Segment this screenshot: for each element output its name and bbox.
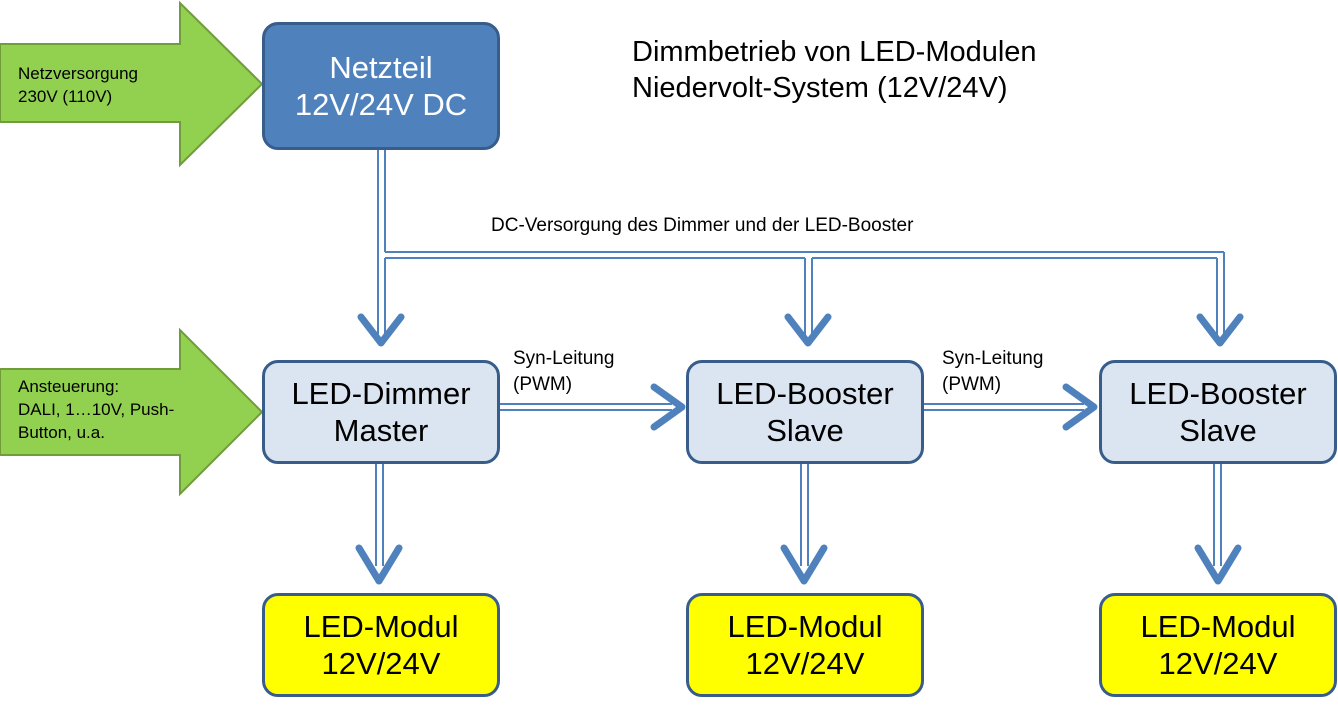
control-line-1: Ansteuerung: bbox=[18, 377, 120, 396]
arrowhead-module2 bbox=[780, 544, 828, 585]
control-input-arrow bbox=[0, 327, 264, 497]
booster1-line-2: Slave bbox=[766, 413, 844, 448]
dc-supply-label: DC-Versorgung des Dimmer und der LED-Boo… bbox=[491, 215, 914, 236]
sync2-line-1: Syn-Leitung bbox=[942, 348, 1044, 369]
diagram-title: Dimmbetrieb von LED-Modulen Niedervolt-S… bbox=[632, 34, 1037, 107]
sync1-line-1: Syn-Leitung bbox=[513, 348, 615, 369]
arrowhead-sync1 bbox=[650, 383, 686, 431]
sync-label-1: Syn-Leitung (PWM) bbox=[513, 346, 614, 397]
master-line-1: LED-Dimmer bbox=[291, 375, 471, 411]
sync1-line-2: (PWM) bbox=[513, 373, 573, 395]
arrowhead-module1 bbox=[355, 544, 403, 585]
module1-line-2: 12V/24V bbox=[321, 646, 441, 681]
module3-line-2: 12V/24V bbox=[1158, 646, 1278, 681]
led-booster-slave-box-2: LED-Booster Slave bbox=[1099, 360, 1337, 464]
mains-line-1: Netzversorgung bbox=[18, 64, 139, 83]
mains-input-label: Netzversorgung 230V (110V) bbox=[18, 63, 138, 109]
arrowhead-booster1 bbox=[784, 313, 832, 347]
control-line-3: Button, u.a. bbox=[18, 422, 105, 442]
sync-label-2: Syn-Leitung (PWM) bbox=[942, 346, 1043, 397]
module1-line-1: LED-Modul bbox=[303, 608, 459, 644]
arrowhead-module3 bbox=[1194, 544, 1242, 585]
led-module-box-2: LED-Modul 12V/24V bbox=[686, 593, 924, 697]
module2-line-1: LED-Modul bbox=[727, 608, 883, 644]
led-module-box-1: LED-Modul 12V/24V bbox=[262, 593, 500, 697]
arrowhead-booster2 bbox=[1196, 313, 1244, 347]
module-supply-lines bbox=[375, 464, 1222, 566]
mains-input-arrow bbox=[0, 0, 264, 168]
led-booster-slave-box-1: LED-Booster Slave bbox=[686, 360, 924, 464]
title-line-2: Niedervolt-System (12V/24V) bbox=[632, 72, 1008, 105]
mains-line-2: 230V (110V) bbox=[18, 86, 113, 106]
module2-line-2: 12V/24V bbox=[745, 646, 865, 681]
title-line-1: Dimmbetrieb von LED-Modulen bbox=[632, 36, 1037, 68]
led-module-box-3: LED-Modul 12V/24V bbox=[1099, 593, 1337, 697]
arrowhead-master bbox=[357, 313, 405, 347]
booster2-line-1: LED-Booster bbox=[1129, 375, 1307, 411]
power-supply-line-2: 12V/24V DC bbox=[294, 87, 468, 122]
power-supply-line-1: Netzteil bbox=[329, 49, 433, 85]
booster2-line-2: Slave bbox=[1179, 413, 1257, 448]
master-line-2: Master bbox=[333, 413, 429, 448]
module3-line-1: LED-Modul bbox=[1140, 608, 1296, 644]
booster1-line-1: LED-Booster bbox=[716, 375, 894, 411]
power-supply-box: Netzteil 12V/24V DC bbox=[262, 22, 500, 150]
sync2-line-2: (PWM) bbox=[942, 373, 1002, 395]
sync-lines bbox=[499, 403, 1084, 411]
dc-supply-lines bbox=[377, 148, 1225, 340]
control-input-label: Ansteuerung: DALI, 1…10V, Push- Button, … bbox=[18, 376, 174, 445]
control-line-2: DALI, 1…10V, Push- bbox=[18, 399, 175, 419]
led-dimmer-master-box: LED-Dimmer Master bbox=[262, 360, 500, 464]
arrowhead-sync2 bbox=[1062, 383, 1098, 431]
